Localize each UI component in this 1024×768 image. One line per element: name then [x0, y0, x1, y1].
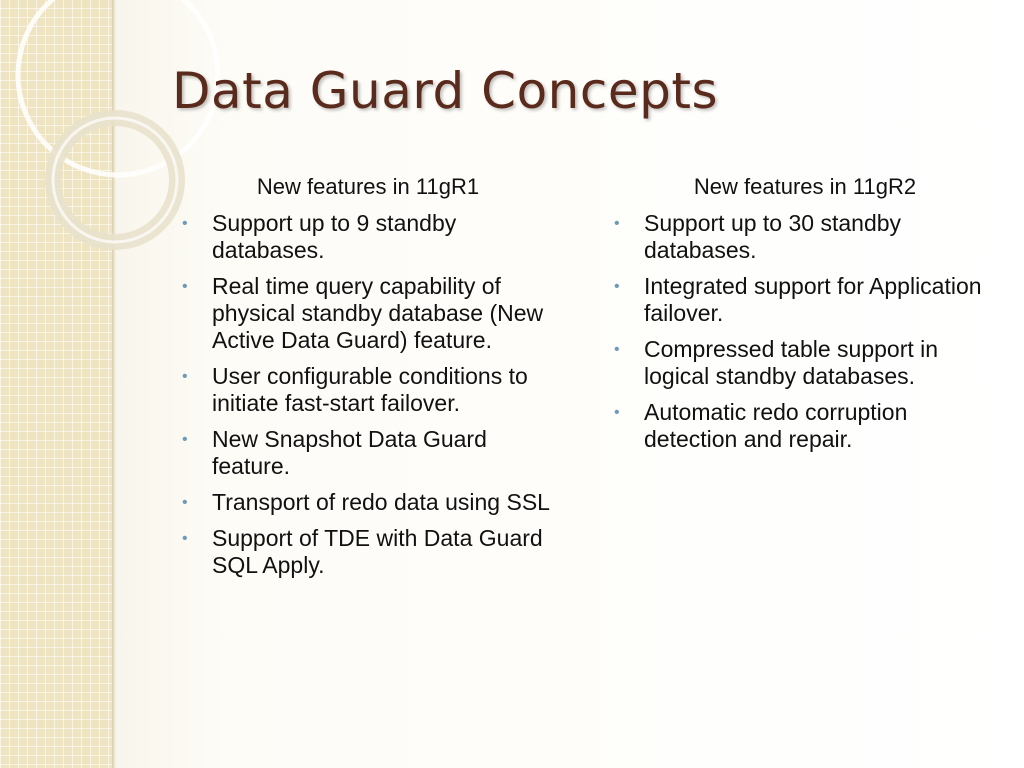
bullet-icon: •	[614, 278, 620, 295]
list-item: • Automatic redo corruption detection and…	[610, 399, 1000, 453]
list-item: • Support up to 9 standby databases.	[178, 210, 558, 264]
list-item: • Compressed table support in logical sta…	[610, 336, 1000, 390]
bullet-icon: •	[614, 341, 620, 358]
list-item-text: Transport of redo data using SSL	[212, 489, 550, 515]
list-item: • Transport of redo data using SSL	[178, 489, 558, 516]
list-item-text: Support of TDE with Data Guard SQL Apply…	[212, 525, 543, 578]
list-item: • New Snapshot Data Guard feature.	[178, 426, 558, 480]
list-item: • Support of TDE with Data Guard SQL Appl…	[178, 525, 558, 579]
bullet-icon: •	[182, 215, 188, 232]
left-column: New features in 11gR1 • Support up to 9 s…	[178, 172, 558, 588]
bullet-icon: •	[182, 368, 188, 385]
list-item-text: Compressed table support in logical stan…	[644, 336, 939, 389]
right-column-heading: New features in 11gR2	[693, 174, 917, 199]
left-column-heading: New features in 11gR1	[256, 174, 480, 199]
list-item-text: Real time query capability of physical s…	[212, 273, 544, 353]
bullet-icon: •	[614, 404, 620, 421]
list-item-text: User configurable conditions to initiate…	[212, 363, 528, 416]
list-item: • User configurable conditions to initiat…	[178, 363, 558, 417]
decorative-circle-small-highlight	[51, 116, 179, 244]
bullet-icon: •	[182, 494, 188, 511]
bullet-icon: •	[182, 530, 188, 547]
list-item: • Support up to 30 standby databases.	[610, 210, 1000, 264]
list-item-text: New Snapshot Data Guard feature.	[212, 426, 487, 479]
list-item-text: Automatic redo corruption detection and …	[644, 399, 908, 452]
bullet-icon: •	[614, 215, 620, 232]
list-item-text: Integrated support for Application failo…	[644, 273, 982, 326]
right-column: New features in 11gR2 • Support up to 30 …	[610, 172, 1000, 462]
list-item: • Integrated support for Application fail…	[610, 273, 1000, 327]
bullet-icon: •	[182, 431, 188, 448]
list-item-text: Support up to 9 standby databases.	[212, 210, 457, 263]
left-bullet-list: • Support up to 9 standby databases. • Real…	[178, 210, 558, 579]
decorative-circles	[15, 0, 221, 250]
bullet-icon: •	[182, 278, 188, 295]
decorative-circle-large	[15, 0, 221, 178]
slide-title: Data Guard Concepts	[172, 62, 718, 120]
side-strip-shadow	[112, 0, 116, 768]
list-item-text: Support up to 30 standby databases.	[644, 210, 902, 263]
right-bullet-list: • Support up to 30 standby databases. • Int…	[610, 210, 1000, 453]
list-item: • Real time query capability of physical …	[178, 273, 558, 354]
